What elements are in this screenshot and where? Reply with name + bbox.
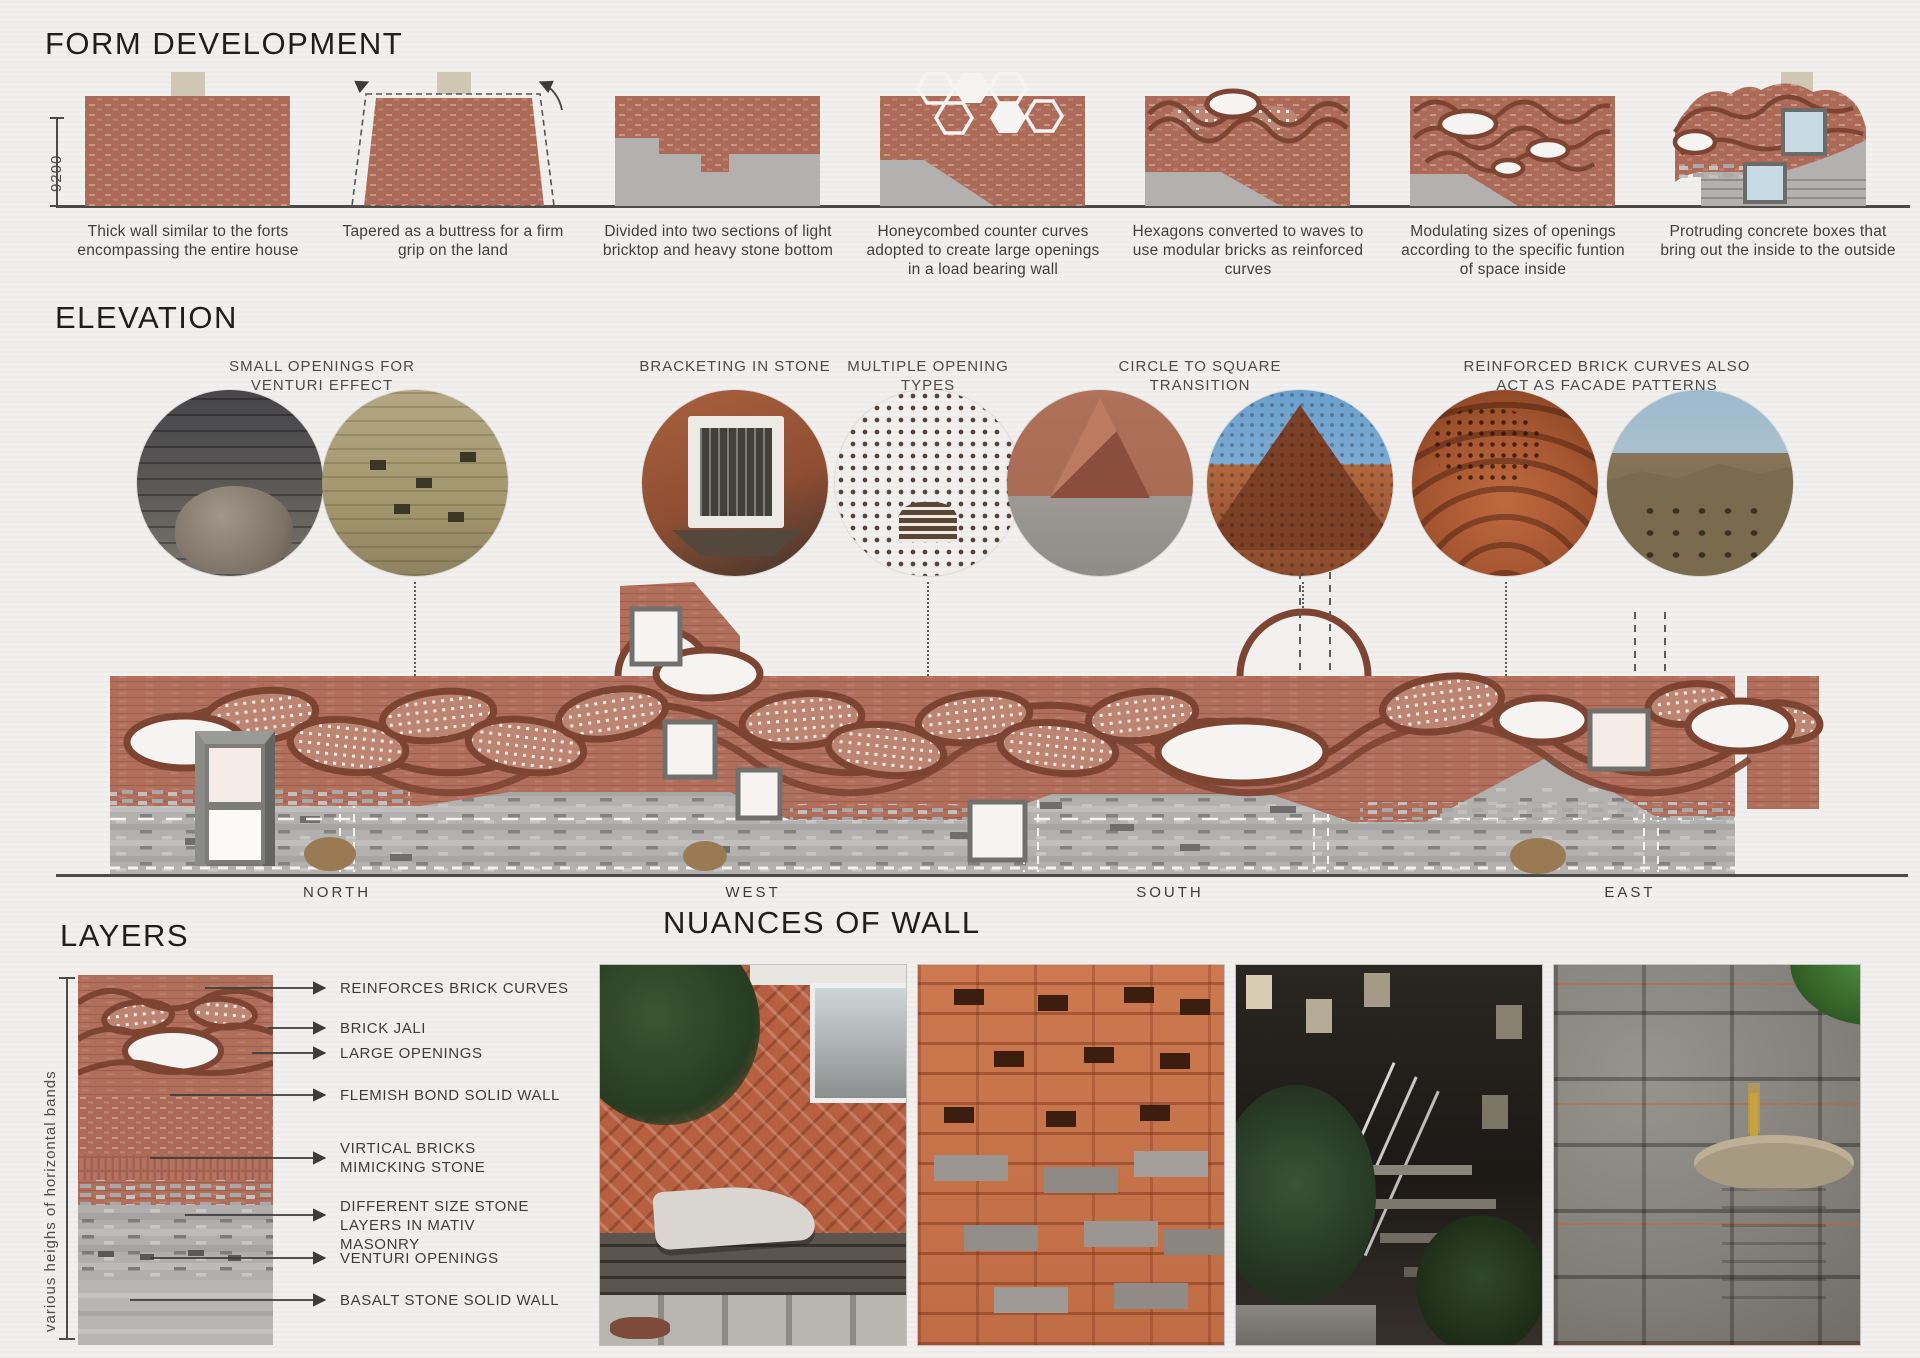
form-diagram-modulated-openings xyxy=(1410,96,1615,206)
leader-line xyxy=(927,582,929,676)
plant xyxy=(1236,1085,1376,1305)
brass-candlestick xyxy=(1750,1093,1758,1139)
dimension-tick-top xyxy=(50,117,64,119)
layer-label: FLEMISH BOND SOLID WALL xyxy=(340,1087,560,1104)
window-frame xyxy=(688,416,784,528)
direction-west: WEST xyxy=(725,884,781,901)
form-diagram-honeycomb xyxy=(880,72,1085,206)
form-diagram-protruding-boxes xyxy=(1672,72,1866,206)
window-frame-strip xyxy=(750,965,906,985)
reflective-window xyxy=(810,983,906,1103)
layer-label: VENTURI OPENINGS xyxy=(340,1250,499,1267)
layers-dimension-line xyxy=(66,978,68,1340)
corner-ridge xyxy=(1050,398,1150,498)
lit-floor xyxy=(1236,1305,1376,1345)
layer-label: BASALT STONE SOLID WALL xyxy=(340,1292,560,1309)
form-caption: Hexagons converted to waves to use modul… xyxy=(1132,223,1364,279)
jali-perforations xyxy=(1432,406,1542,486)
photo-khaki-stone-wall xyxy=(322,390,508,576)
photo-brick-corner-transition xyxy=(1007,390,1193,576)
layers-heading: LAYERS xyxy=(60,918,190,953)
small-windows xyxy=(1246,975,1272,1009)
plant xyxy=(1416,1215,1542,1345)
layer-label: REINFORCES BRICK CURVES xyxy=(340,980,569,997)
form-development-heading: FORM DEVELOPMENT xyxy=(45,26,404,61)
photo-curved-brick-facade xyxy=(1412,390,1598,576)
layers-diagram xyxy=(78,975,273,1345)
protruding-stone-blocks xyxy=(934,1155,1008,1181)
form-caption: Thick wall similar to the forts encompas… xyxy=(77,223,299,260)
callout-circle-square: CIRCLE TO SQUARE TRANSITION xyxy=(1118,358,1282,394)
form-caption: Modulating sizes of openings according t… xyxy=(1401,223,1625,279)
leader-line xyxy=(1505,582,1507,676)
layers-dimension-tick-bottom xyxy=(59,1338,75,1340)
form-caption: Divided into two sections of light brick… xyxy=(602,223,834,260)
layer-label: VIRTICAL BRICKS MIMICKING STONE xyxy=(340,1140,486,1176)
nuance-photo-basalt-fountain xyxy=(1554,965,1860,1345)
curvy-stone-bench xyxy=(652,1181,816,1251)
stone-base xyxy=(600,1233,906,1295)
direction-east: EAST xyxy=(1604,884,1656,901)
layers-arrows xyxy=(130,981,327,1307)
brick-texture-dots xyxy=(1207,390,1393,576)
form-ground-line xyxy=(56,205,1910,208)
stone-boulder xyxy=(175,486,293,572)
louver-slats xyxy=(899,502,957,542)
elevation-ground-line xyxy=(56,874,1908,877)
form-diagram-thick-wall xyxy=(85,72,290,206)
photo-brick-pyramid-corner xyxy=(1207,390,1393,576)
layers-dimension-tick-top xyxy=(59,977,75,979)
plant xyxy=(600,965,760,1125)
cantilever-steps xyxy=(1332,1165,1472,1175)
form-diagram-two-sections xyxy=(615,96,820,206)
nuance-photo-corbelled-brick xyxy=(918,965,1224,1345)
facade-openings xyxy=(1637,500,1767,560)
callout-bracketing: BRACKETING IN STONE xyxy=(639,358,831,375)
callout-opening-types: MULTIPLE OPENING TYPES xyxy=(847,358,1009,394)
flower-bed xyxy=(610,1317,670,1339)
layer-label: BRICK JALI xyxy=(340,1020,427,1037)
basin-pedestal xyxy=(1722,1179,1826,1299)
jali-perforations xyxy=(835,390,1021,576)
brick-openings xyxy=(954,989,984,1005)
window-grille xyxy=(700,428,772,516)
layer-label: DIFFERENT SIZE STONE LAYERS IN MATIV MAS… xyxy=(340,1198,529,1253)
form-diagram-waves xyxy=(1145,88,1350,206)
dimension-value: 9200 xyxy=(48,154,65,192)
photo-brick-dome-jali xyxy=(835,390,1021,576)
form-caption: Tapered as a buttress for a firm grip on… xyxy=(342,223,564,260)
direction-south: SOUTH xyxy=(1136,884,1204,901)
photo-stone-bracket-window xyxy=(642,390,828,576)
venturi-openings xyxy=(370,460,386,470)
photo-dark-stone-wall xyxy=(137,390,323,576)
form-caption: Honeycombed counter curves adopted to cr… xyxy=(866,223,1100,279)
nuance-photo-herringbone-courtyard xyxy=(600,965,906,1345)
leader-line xyxy=(414,582,416,732)
leaf xyxy=(1790,965,1860,1025)
stone-bracket xyxy=(672,530,802,556)
nuance-photo-interior-court xyxy=(1236,965,1542,1345)
dimension-line xyxy=(56,118,58,207)
form-caption: Protruding concrete boxes that bring out… xyxy=(1660,223,1896,260)
layer-label: LARGE OPENINGS xyxy=(340,1045,483,1062)
stone-basin xyxy=(1694,1135,1854,1191)
elevation-heading: ELEVATION xyxy=(55,300,238,335)
callout-brick-curves: REINFORCED BRICK CURVES ALSO ACT AS FACA… xyxy=(1463,358,1751,394)
nuances-heading: NUANCES OF WALL xyxy=(663,905,981,940)
direction-north: NORTH xyxy=(302,884,372,901)
callout-venturi: SMALL OPENINGS FOR VENTURI EFFECT xyxy=(229,358,415,394)
form-diagram-tapered-buttress xyxy=(351,72,563,207)
stone-course-texture xyxy=(322,390,508,576)
elevation-drawing xyxy=(110,572,1824,874)
photo-heritage-brick-building xyxy=(1607,390,1793,576)
